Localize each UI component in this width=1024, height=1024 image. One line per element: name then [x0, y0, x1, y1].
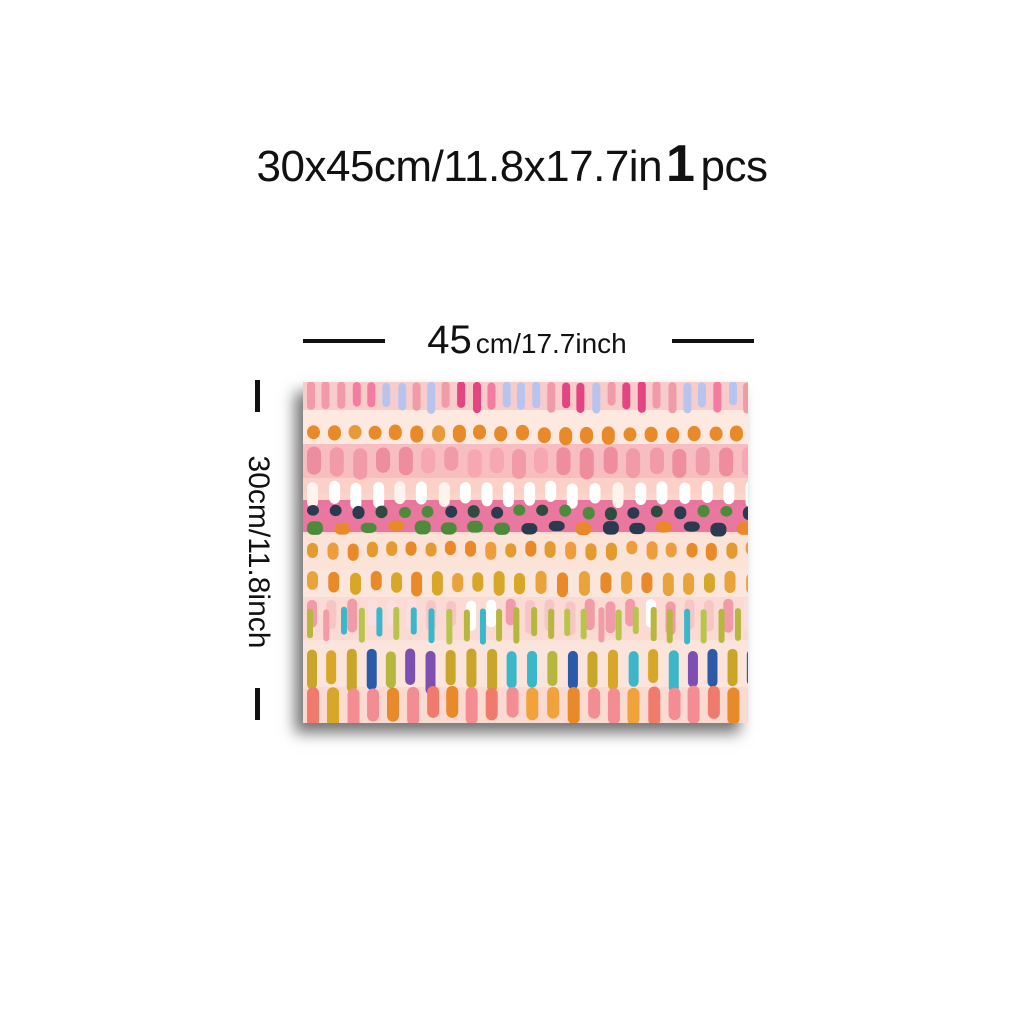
- width-dimension-line-right: [672, 339, 754, 343]
- width-unit: cm/17.7inch: [475, 328, 627, 359]
- width-dimension-line-left: [303, 339, 385, 343]
- height-dimension-line-bottom: [255, 688, 260, 720]
- height-dimension: 30cm/11.8inch: [236, 380, 280, 725]
- quantity-number: 1: [666, 135, 695, 193]
- height-label: 30cm/11.8inch: [242, 455, 275, 649]
- abstract-dot-painting: [303, 382, 748, 723]
- quantity-unit: pcs: [700, 142, 768, 191]
- size-title: 30x45cm/11.8x17.7in: [256, 142, 663, 191]
- width-value: 45: [427, 318, 472, 362]
- height-dimension-line-top: [255, 380, 260, 412]
- canvas-print-artwork: [303, 382, 748, 723]
